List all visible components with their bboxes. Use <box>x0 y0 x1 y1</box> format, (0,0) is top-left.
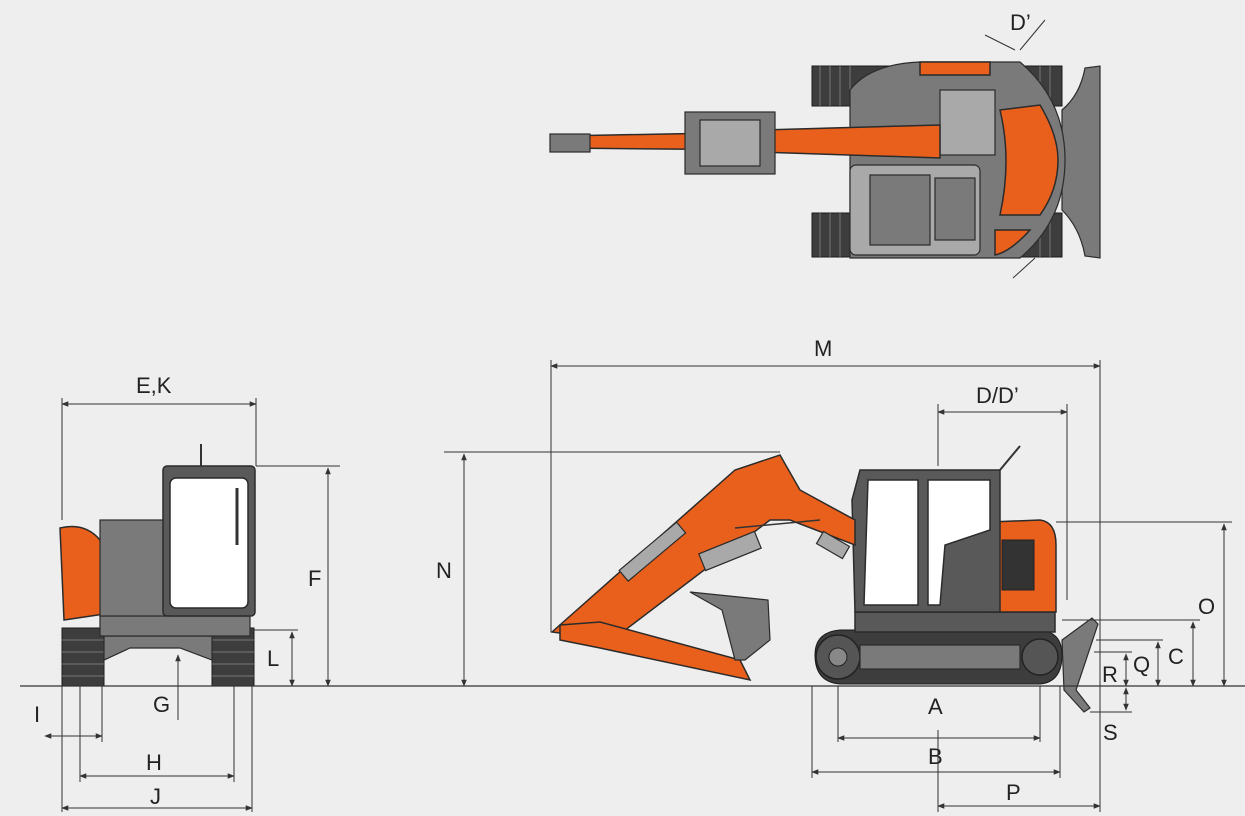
label-l: L <box>267 646 279 671</box>
label-f: F <box>308 566 321 591</box>
front-cab-window <box>169 477 249 609</box>
side-engine-grille <box>1001 539 1035 591</box>
front-track-left <box>61 627 105 687</box>
label-d-d-prime: D/D’ <box>976 383 1019 408</box>
top-angle-line-1 <box>984 34 1016 51</box>
label-i: I <box>34 702 40 727</box>
label-ek: E,K <box>136 373 172 398</box>
top-angle-line-2 <box>1019 19 1046 51</box>
label-n: N <box>436 558 452 583</box>
front-undercarriage <box>103 635 213 661</box>
front-dimensions: E,K F L G I H J <box>34 373 340 812</box>
side-cab-front-window <box>863 479 919 606</box>
label-p: P <box>1006 780 1021 805</box>
side-boom <box>550 454 856 641</box>
side-dozer-blade <box>1061 617 1099 713</box>
side-sprocket-hub <box>828 647 848 667</box>
side-arm <box>559 621 752 682</box>
label-s: S <box>1103 720 1118 745</box>
top-view-excavator: D’ <box>549 10 1101 279</box>
top-dozer-blade <box>1061 65 1101 259</box>
front-view-excavator <box>59 444 256 687</box>
front-upper-body <box>99 519 166 617</box>
side-idler <box>1021 638 1059 676</box>
front-track-lines <box>62 639 254 677</box>
label-g: G <box>153 692 170 717</box>
top-bucket-linkage <box>549 133 591 153</box>
front-track-right <box>211 627 255 687</box>
side-swing-cylinder <box>815 530 851 560</box>
top-counterweight <box>999 104 1059 216</box>
top-hood-orange <box>919 61 991 76</box>
label-j: J <box>150 784 161 809</box>
top-rear-orange <box>994 229 1032 256</box>
side-swing-frame <box>854 611 1056 633</box>
label-m: M <box>814 336 832 361</box>
top-arm-cylinder-inner <box>699 119 761 167</box>
top-boom <box>759 124 941 159</box>
label-r: R <box>1102 662 1118 687</box>
side-view-excavator <box>550 445 1099 713</box>
side-track-frame <box>859 644 1021 670</box>
label-b: B <box>928 744 943 769</box>
top-cab-seat <box>869 174 931 246</box>
side-arm-cylinder <box>618 521 687 582</box>
label-h: H <box>146 750 162 775</box>
side-dimensions: M D/D’ N O C Q R S A <box>436 336 1232 812</box>
label-o: O <box>1198 594 1215 619</box>
side-cab-door-window <box>927 479 991 606</box>
top-cab-controls <box>934 177 976 241</box>
top-angle-line-3 <box>1012 257 1036 279</box>
side-hydraulic-line <box>734 519 821 529</box>
label-q: Q <box>1133 652 1150 677</box>
side-bucket <box>689 591 771 661</box>
label-c: C <box>1168 644 1184 669</box>
top-engine-hood <box>939 89 996 156</box>
label-a: A <box>928 694 943 719</box>
label-top-d-prime: D’ <box>1010 10 1031 35</box>
side-boom-cylinder <box>698 530 762 572</box>
front-lower-frame <box>99 615 251 637</box>
side-antenna <box>999 445 1021 471</box>
